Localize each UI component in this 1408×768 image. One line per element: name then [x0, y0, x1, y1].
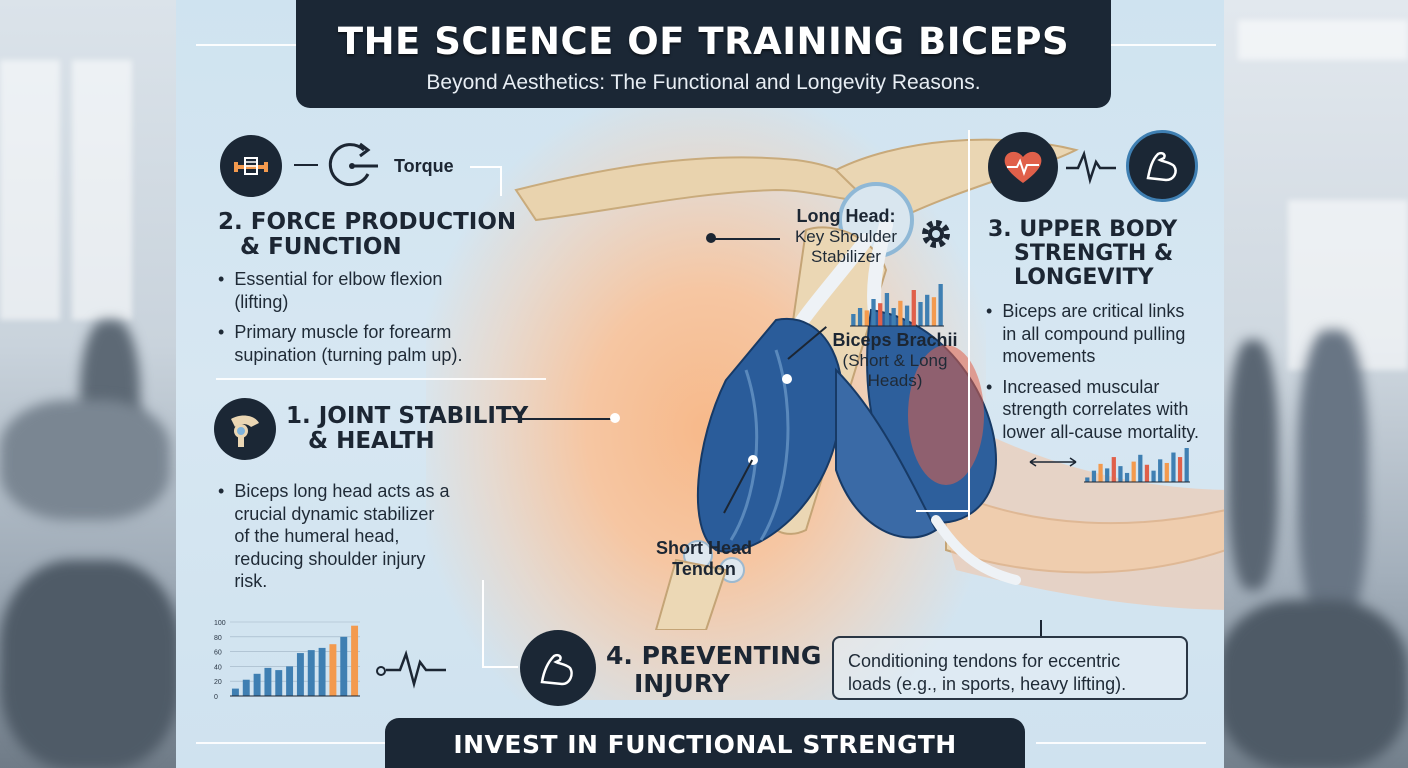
- pointer-dot: [610, 413, 620, 423]
- chart-bar: [851, 314, 856, 326]
- chart-bar: [1105, 468, 1110, 482]
- chart-bar: [231, 688, 239, 696]
- chart-bar: [925, 294, 930, 326]
- long-head-label: Long Head: Key Shoulder Stabilizer: [794, 206, 898, 266]
- biceps-belly-highlight: [908, 345, 984, 485]
- y-tick-label: 0: [214, 694, 218, 700]
- y-tick-label: 100: [214, 620, 226, 627]
- chart-bar: [1085, 477, 1090, 482]
- fist-dumbbell-icon: [220, 135, 282, 197]
- chart-bar: [275, 670, 283, 696]
- biceps-anatomy-illustration: [514, 138, 1224, 630]
- chart-bar: [296, 653, 304, 696]
- chart-bar: [871, 299, 876, 326]
- list-item: •Essential for elbow flexion(lifting): [218, 269, 443, 312]
- y-tick-label: 40: [214, 664, 222, 671]
- gym-background-left: [0, 0, 180, 768]
- chart-bar: [1138, 454, 1143, 482]
- chart-bar: [878, 303, 883, 326]
- flexed-arm-icon: [520, 630, 596, 706]
- injury-heading: 4. PREVENTING INJURY: [606, 641, 822, 698]
- chart-bar: [329, 644, 337, 696]
- chart-bar: [1131, 461, 1136, 482]
- chart-bar: [1184, 448, 1189, 482]
- chart-bar: [1098, 463, 1103, 482]
- chart-bar: [253, 673, 261, 696]
- chart-bar: [1177, 457, 1183, 482]
- chart-bar: [931, 297, 937, 326]
- chart-bar: [891, 308, 896, 326]
- longevity-heading: 3. UPPER BODY STRENGTH & LONGEVITY: [988, 217, 1178, 291]
- page-title: THE SCIENCE OF TRAINING BICEPS: [337, 20, 1070, 63]
- title-banner: THE SCIENCE OF TRAINING BICEPS Beyond Ae…: [296, 0, 1111, 108]
- chart-bar: [1144, 464, 1150, 482]
- chart-bar: [307, 650, 315, 696]
- chart-bar: [1151, 470, 1156, 482]
- chart-bar: [884, 293, 890, 326]
- chart-bar: [1124, 472, 1130, 482]
- short-head-muscle: [696, 317, 844, 553]
- shoulder-joint-icon: [214, 398, 276, 460]
- force-heading: 2. FORCE PRODUCTION & FUNCTION: [218, 209, 517, 261]
- cta-banner: INVEST IN FUNCTIONAL STRENGTH: [385, 718, 1025, 768]
- chart-bar: [1164, 462, 1169, 482]
- chart-bar: [318, 647, 326, 696]
- brachialis-muscle: [835, 367, 938, 539]
- chart-bar: [1091, 470, 1097, 482]
- pulse-line-icon: [386, 649, 446, 689]
- joint-heading: 1. JOINT STABILITY & HEALTH: [286, 403, 529, 455]
- gym-background-right: [1218, 0, 1408, 768]
- chart-bar: [286, 666, 294, 696]
- pulse-line-icon: [1066, 149, 1116, 185]
- chart-bar: [864, 310, 869, 326]
- joint-bullet: • Biceps long head acts as a crucial dyn…: [218, 480, 548, 601]
- growth-bar-chart: 100 80 60 40 20 0: [214, 620, 360, 700]
- list-item: • Biceps long head acts as a crucial dyn…: [218, 481, 450, 591]
- cta-text: INVEST IN FUNCTIONAL STRENGTH: [453, 730, 957, 759]
- chart-bar: [351, 625, 359, 696]
- chart-bar: [1158, 459, 1163, 482]
- torque-arrow-icon: [328, 142, 378, 187]
- chart-bar: [1171, 452, 1176, 482]
- chart-bar: [340, 636, 348, 696]
- chart-bar: [938, 284, 943, 326]
- gear-icon: [922, 220, 950, 248]
- flexed-arm-icon: [1126, 130, 1198, 202]
- chart-bar: [904, 305, 910, 326]
- torque-label: Torque: [394, 156, 454, 176]
- chart-bar: [242, 679, 250, 696]
- chart-bar: [857, 308, 863, 326]
- chart-bar: [911, 290, 916, 326]
- arrow-icon: [1029, 457, 1077, 467]
- chart-bar: [918, 302, 923, 326]
- chart-bar: [264, 667, 272, 696]
- mini-bar-chart-right: [1084, 448, 1190, 483]
- chart-bar: [1118, 466, 1123, 482]
- injury-callout: Conditioning tendons for eccentric loads…: [832, 636, 1188, 700]
- short-head-label: Short Head Tendon: [655, 538, 752, 579]
- y-tick-label: 80: [214, 635, 222, 642]
- infographic-panel: THE SCIENCE OF TRAINING BICEPS Beyond Ae…: [176, 0, 1224, 768]
- force-bullets: •Essential for elbow flexion(lifting) •P…: [218, 268, 538, 374]
- chart-bar: [1111, 457, 1116, 482]
- biceps-brachii-label: Biceps Brachii (Short & Long Heads): [832, 330, 958, 390]
- mini-bar-chart-center: [850, 284, 944, 327]
- y-tick-label: 60: [214, 650, 222, 657]
- heart-pulse-icon: [988, 132, 1058, 202]
- connector-line: [294, 164, 318, 166]
- page-subtitle: Beyond Aesthetics: The Functional and Lo…: [426, 71, 981, 94]
- chart-bar: [898, 300, 903, 326]
- y-tick-label: 20: [214, 679, 222, 686]
